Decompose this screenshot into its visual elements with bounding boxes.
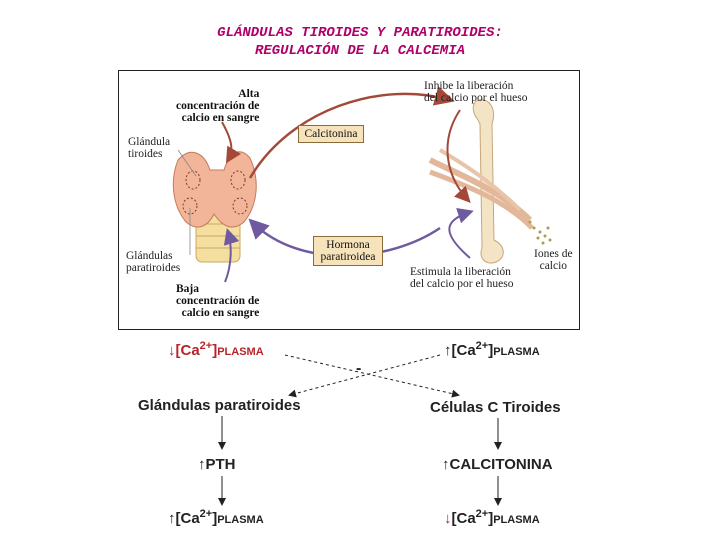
label-glandula-tiroides: Glándula tiroides (128, 136, 171, 160)
flow-minus-sign: - (356, 360, 362, 377)
title-line-1: GLÁNDULAS TIROIDES Y PARATIROIDES: (217, 25, 503, 41)
arrow-high-calcium-to-thyroid (221, 121, 242, 164)
label-baja-concentracion: Baja concentración de calcio en sangre (176, 283, 260, 319)
page-title: GLÁNDULAS TIROIDES Y PARATIROIDES: REGUL… (0, 24, 720, 60)
up-arrow-icon: ↑ (168, 510, 176, 527)
thyroid-gland-shape (172, 151, 257, 228)
down-arrow-icon: ↓ (168, 342, 176, 359)
flow-result-low-calcium: ↓[Ca2+]PLASMA (444, 508, 540, 527)
bone-shape (428, 99, 534, 264)
label-inhibe-liberacion: Inhibe la liberación del calcio por el h… (424, 80, 528, 104)
arrow-estimula-to-bone (448, 208, 474, 259)
label-iones-calcio: Iones de calcio (534, 248, 573, 272)
flow-celulas-c-tiroides: Células C Tiroides (430, 399, 561, 416)
flow-pth: ↑PTH (198, 456, 236, 473)
label-alta-concentracion: Alta concentración de calcio en sangre (176, 88, 260, 124)
flow-glandulas-paratiroides: Glándulas paratiroides (138, 397, 301, 414)
up-arrow-icon: ↑ (198, 456, 206, 473)
label-glandulas-paratiroides: Glándulas paratiroides (126, 250, 181, 274)
flow-low-calcium-plasma: ↓[Ca2+]PLASMA (168, 340, 264, 359)
flow-calcitonina: ↑CALCITONINA (442, 456, 553, 473)
calcitonina-box: Calcitonina (298, 125, 364, 143)
arrow-inhibe-to-bone (446, 109, 471, 203)
flow-result-high-calcium: ↑[Ca2+]PLASMA (168, 508, 264, 527)
flow-arrow-right-cross (288, 354, 441, 398)
calcium-ions-dots (528, 220, 552, 245)
arrow-low-calcium-to-parathyroid (223, 228, 240, 283)
title-line-2: REGULACIÓN DE LA CALCEMIA (254, 43, 466, 59)
hormona-paratiroidea-box: Hormona paratiroidea (313, 236, 383, 266)
up-arrow-icon: ↑ (444, 342, 452, 359)
flow-high-calcium-plasma: ↑[Ca2+]PLASMA (444, 340, 540, 359)
down-arrow-icon: ↓ (444, 510, 452, 527)
up-arrow-icon: ↑ (442, 456, 450, 473)
label-estimula-liberacion: Estimula la liberación del calcio por el… (410, 266, 514, 290)
arrow-thyroid-to-bone (248, 86, 455, 179)
